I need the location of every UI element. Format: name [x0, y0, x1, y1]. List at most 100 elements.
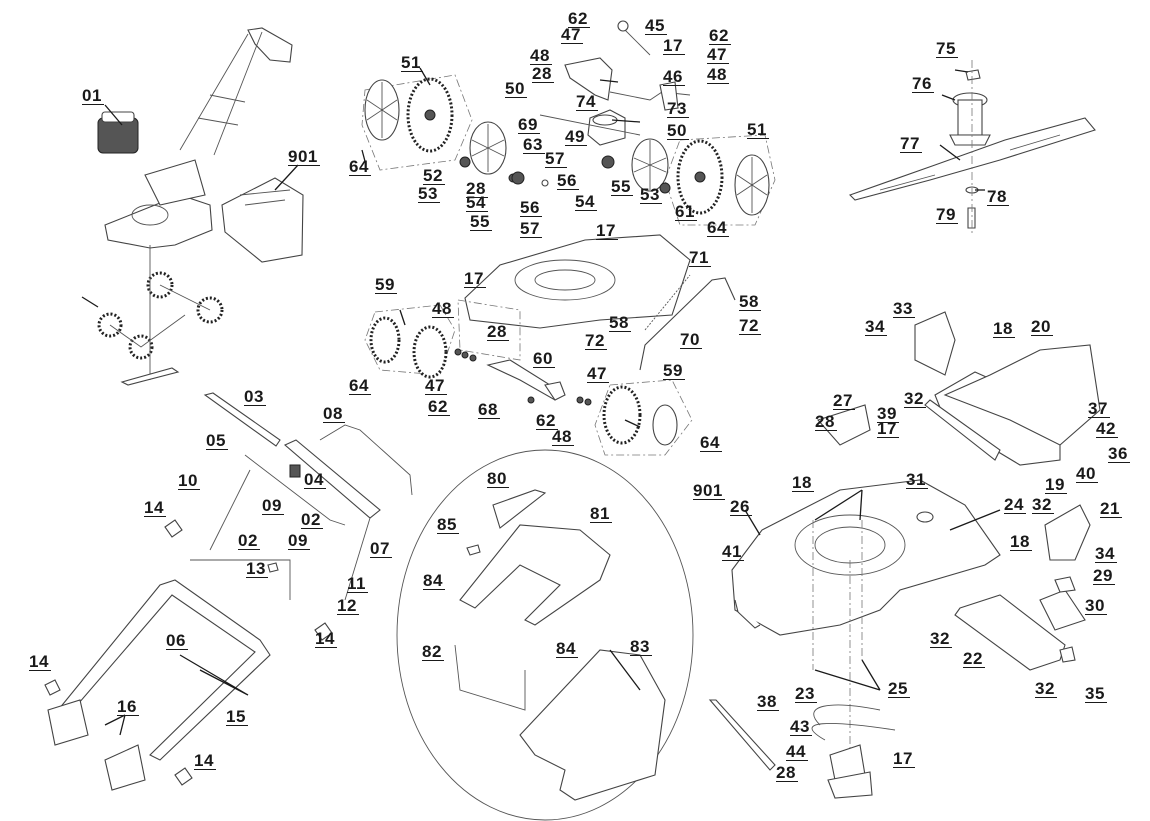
part-label-48: 48: [552, 427, 574, 446]
part-label-09: 09: [262, 496, 284, 515]
part-label-03: 03: [244, 387, 266, 406]
part-label-51: 51: [401, 53, 423, 72]
part-label-59: 59: [663, 361, 685, 380]
part-label-28: 28: [532, 64, 554, 83]
part-label-54: 54: [466, 193, 488, 212]
part-label-47: 47: [707, 45, 729, 64]
part-label-14: 14: [194, 751, 216, 770]
part-label-14: 14: [315, 629, 337, 648]
part-label-62: 62: [709, 26, 731, 45]
part-label-47: 47: [425, 376, 447, 395]
part-label-59: 59: [375, 275, 397, 294]
front-wheel-assembly-left: [364, 304, 566, 401]
part-label-74: 74: [576, 92, 598, 111]
part-label-17: 17: [464, 269, 486, 288]
part-label-53: 53: [640, 185, 662, 204]
part-label-21: 21: [1100, 499, 1122, 518]
part-label-02: 02: [301, 510, 323, 529]
part-label-24: 24: [1004, 495, 1026, 514]
part-label-68: 68: [478, 400, 500, 419]
part-label-17: 17: [877, 419, 899, 438]
part-label-76: 76: [912, 74, 934, 93]
part-label-61: 61: [675, 202, 697, 221]
part-label-32: 32: [1032, 495, 1054, 514]
part-label-58: 58: [739, 292, 761, 311]
part-label-28: 28: [776, 763, 798, 782]
part-label-18: 18: [1010, 532, 1032, 551]
part-label-48: 48: [707, 65, 729, 84]
front-wheel-assembly-right: [527, 379, 693, 456]
part-label-84: 84: [556, 639, 578, 658]
part-label-49: 49: [565, 127, 587, 146]
part-label-35: 35: [1085, 684, 1107, 703]
part-label-56: 56: [520, 198, 542, 217]
part-label-17: 17: [596, 221, 618, 240]
part-label-58: 58: [609, 313, 631, 332]
part-label-50: 50: [505, 79, 527, 98]
part-label-901: 901: [288, 147, 320, 166]
part-label-85: 85: [437, 515, 459, 534]
part-label-25: 25: [888, 679, 910, 698]
part-label-64: 64: [349, 157, 371, 176]
part-label-57: 57: [545, 149, 567, 168]
part-label-34: 34: [865, 317, 887, 336]
part-label-73: 73: [667, 99, 689, 118]
part-label-48: 48: [530, 46, 552, 65]
part-label-09: 09: [288, 531, 310, 550]
grass-bag-901-overview: [221, 177, 304, 263]
part-label-82: 82: [422, 642, 444, 661]
part-label-32: 32: [904, 389, 926, 408]
part-label-64: 64: [700, 433, 722, 452]
part-label-02: 02: [238, 531, 260, 550]
part-label-39: 39: [877, 404, 899, 423]
part-label-26: 26: [730, 497, 752, 516]
part-label-55: 55: [611, 177, 633, 196]
part-label-06: 06: [166, 631, 188, 650]
part-label-18: 18: [792, 473, 814, 492]
part-label-83: 83: [630, 637, 652, 656]
part-label-60: 60: [533, 349, 555, 368]
part-label-17: 17: [663, 36, 685, 55]
part-label-62: 62: [428, 397, 450, 416]
blade-assembly: [848, 60, 1096, 235]
part-label-12: 12: [337, 596, 359, 615]
part-label-81: 81: [590, 504, 612, 523]
engine-part-01: [97, 111, 139, 154]
part-label-69: 69: [518, 115, 540, 134]
part-label-44: 44: [786, 742, 808, 761]
part-label-53: 53: [418, 184, 440, 203]
part-label-56: 56: [557, 171, 579, 190]
part-label-27: 27: [833, 391, 855, 410]
part-label-10: 10: [178, 471, 200, 490]
part-label-40: 40: [1076, 464, 1098, 483]
part-label-34: 34: [1095, 544, 1117, 563]
rear-wheel-assembly: [361, 20, 776, 226]
part-label-18: 18: [993, 319, 1015, 338]
part-label-36: 36: [1108, 444, 1130, 463]
part-label-19: 19: [1045, 475, 1067, 494]
part-label-72: 72: [585, 331, 607, 350]
part-label-78: 78: [987, 187, 1009, 206]
part-label-22: 22: [963, 649, 985, 668]
part-label-57: 57: [520, 219, 542, 238]
part-label-80: 80: [487, 469, 509, 488]
part-label-55: 55: [470, 212, 492, 231]
part-label-47: 47: [561, 25, 583, 44]
part-label-28: 28: [466, 179, 488, 198]
part-label-63: 63: [523, 135, 545, 154]
part-label-29: 29: [1093, 566, 1115, 585]
spring-lever-70-71: [639, 274, 736, 371]
part-label-28: 28: [815, 412, 837, 431]
overview-mower: [81, 27, 304, 386]
part-label-77: 77: [900, 134, 922, 153]
part-label-28: 28: [487, 322, 509, 341]
part-label-04: 04: [304, 470, 326, 489]
part-label-47: 47: [587, 364, 609, 383]
part-label-30: 30: [1085, 596, 1107, 615]
part-label-11: 11: [347, 574, 368, 593]
rear-cover-17: [457, 234, 691, 361]
part-label-16: 16: [117, 697, 139, 716]
part-label-62: 62: [536, 411, 558, 430]
part-label-31: 31: [906, 470, 928, 489]
part-label-51: 51: [747, 120, 769, 139]
